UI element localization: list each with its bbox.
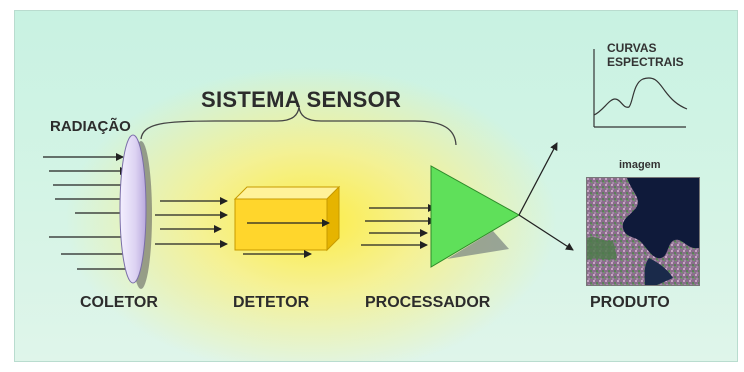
- processor-shadow: [447, 231, 509, 259]
- diagram-frame: SISTEMA SENSOR RADIAÇÃO CURVAS ESPECTRAI…: [14, 10, 738, 362]
- radiation-arrows: [43, 153, 144, 273]
- collector-to-detector-arrows: [155, 197, 228, 248]
- image-label: imagem: [619, 159, 661, 171]
- spectral-curves-label-line2: ESPECTRAIS: [607, 55, 684, 69]
- processor-triangle: [430, 165, 521, 268]
- detector-box: [233, 185, 341, 252]
- processor-label: PROCESSADOR: [365, 294, 491, 311]
- detector-to-processor-arrows: [361, 204, 436, 249]
- diagram-title: SISTEMA SENSOR: [201, 87, 402, 112]
- output-arrow-image: [518, 214, 574, 251]
- spectral-curves-plot: [593, 49, 688, 128]
- spectral-curves-label: CURVAS ESPECTRAIS: [607, 41, 684, 69]
- diagram-graphics: [43, 49, 688, 289]
- satellite-image: [586, 177, 700, 286]
- collector-label: COLETOR: [80, 294, 158, 311]
- radiation-label: RADIAÇÃO: [50, 118, 131, 135]
- product-label: PRODUTO: [590, 294, 670, 311]
- detector-label: DETETOR: [233, 294, 310, 311]
- output-arrow-curves: [518, 142, 558, 216]
- system-bracket: [140, 106, 457, 146]
- spectral-curves-label-line1: CURVAS: [607, 41, 657, 55]
- collector-lens: [119, 134, 147, 284]
